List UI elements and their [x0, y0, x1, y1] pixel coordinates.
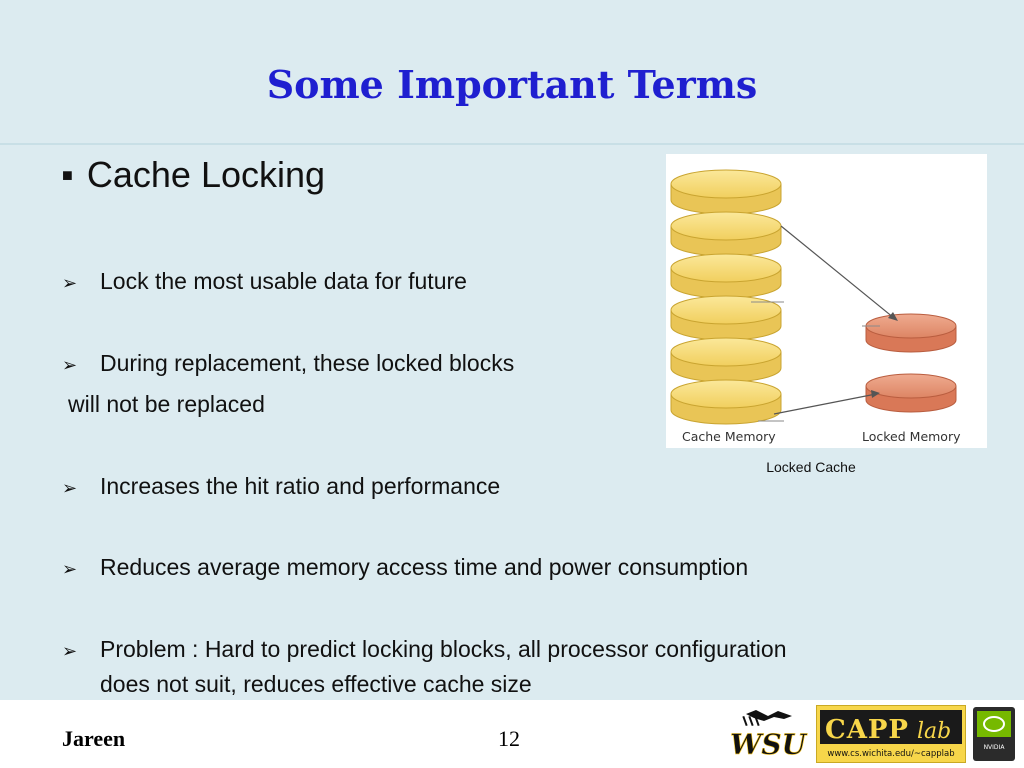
slide-title: Some Important Terms: [266, 62, 758, 107]
title-divider: [0, 143, 1024, 145]
arrowhead-icon: [871, 390, 880, 398]
arrow-bullet-icon: ➢: [62, 641, 78, 661]
point-text: Reduces average memory access time and p…: [100, 554, 749, 580]
point-continuation: will not be replaced: [68, 391, 265, 417]
cache-disk: [670, 211, 782, 257]
slide: Some Important Terms ■ Cache Locking ➢ Loc…: [0, 62, 1024, 697]
arrow-line: [780, 225, 895, 319]
bullet-point-4: ➢ Reduces average memory access time and …: [62, 550, 748, 586]
arrow-bullet-icon: ➢: [62, 559, 78, 579]
arrow-bullet-icon: ➢: [62, 478, 78, 498]
point-text: Problem : Hard to predict locking blocks…: [100, 636, 787, 662]
cache-disk: [670, 295, 782, 341]
arrow-bullet-icon: ➢: [62, 273, 78, 293]
capp-logo-url: www.cs.wichita.edu/~capplab: [827, 749, 954, 759]
heading-text: Cache Locking: [86, 154, 326, 195]
page-number: 12: [498, 726, 520, 751]
author-name: Jareen: [62, 726, 126, 751]
wsu-logo-icon: WSU: [730, 710, 808, 761]
wsu-logo-text: WSU: [730, 728, 808, 761]
bullet-point-1: ➢ Lock the most usable data for future: [62, 264, 467, 300]
locked-disk: [865, 313, 957, 353]
square-bullet-icon: ■: [62, 165, 73, 185]
point-continuation: does not suit, reduces effective cache s…: [100, 671, 532, 697]
cache-memory-label: Cache Memory: [682, 429, 776, 444]
bullet-point-3: ➢ Increases the hit ratio and performance: [62, 469, 500, 505]
capp-logo-lab: lab: [917, 719, 951, 744]
point-text: Increases the hit ratio and performance: [100, 473, 501, 499]
point-text: During replacement, these locked blocks: [100, 350, 515, 376]
bullet-point-5: ➢ Problem : Hard to predict locking block…: [62, 632, 787, 668]
cache-diagram-svg: Cache Memory Locked Memory: [670, 169, 961, 444]
arrowhead-icon: [888, 312, 898, 321]
locked-disk: [865, 373, 957, 413]
point-text: Lock the most usable data for future: [100, 268, 467, 294]
cache-disk: [670, 169, 782, 215]
arrow-line: [773, 393, 877, 415]
capp-lab-logo: CAPP lab www.cs.wichita.edu/~capplab: [816, 705, 966, 763]
footer: Jareen 12 WSU CAPP lab www.cs.wichita.ed…: [0, 700, 1024, 768]
locked-cache-diagram: Cache Memory Locked Memory: [666, 154, 987, 448]
figure-caption: Locked Cache: [766, 459, 856, 475]
capp-logo-text: CAPP: [825, 715, 909, 745]
capp-logo-svg: CAPP lab www.cs.wichita.edu/~capplab: [820, 710, 962, 759]
nvidia-badge-icon: NVIDIA: [973, 707, 1015, 761]
nvidia-badge-text: NVIDIA: [984, 744, 1006, 751]
locked-memory-label: Locked Memory: [862, 429, 961, 444]
cache-disk: [670, 379, 782, 425]
cache-disk: [670, 253, 782, 299]
cache-disk: [670, 337, 782, 383]
bullet-point-2: ➢ During replacement, these locked blocks: [62, 346, 514, 382]
arrow-bullet-icon: ➢: [62, 355, 78, 375]
heading-cache-locking: ■ Cache Locking: [62, 154, 325, 196]
